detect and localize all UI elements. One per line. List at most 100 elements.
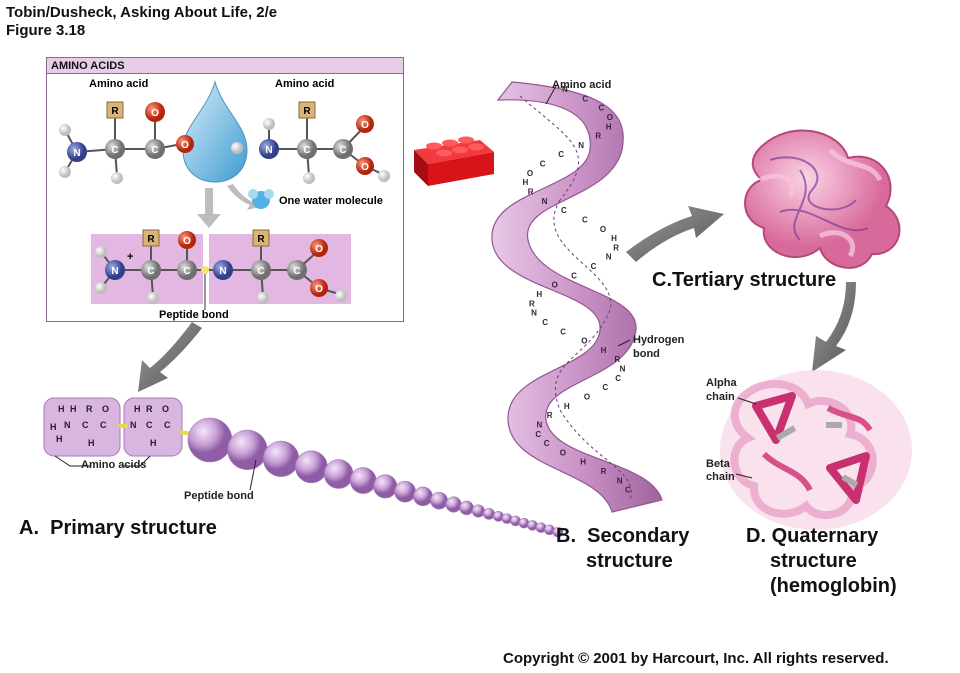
svg-text:O: O bbox=[315, 244, 323, 255]
amino-acids-panel-title: AMINO ACIDS bbox=[47, 58, 403, 74]
helix-atom-letter: C bbox=[582, 94, 588, 103]
hydrogen-atom bbox=[303, 172, 315, 184]
helix-atom-letter: H bbox=[523, 178, 529, 187]
amino-acid-bead bbox=[445, 496, 462, 513]
amino-acid-right-label: Amino acid bbox=[275, 78, 334, 90]
arrow-down-icon bbox=[197, 188, 221, 228]
svg-text:O: O bbox=[181, 140, 189, 151]
amino-acid-bead bbox=[323, 459, 354, 489]
svg-text:H: H bbox=[70, 404, 77, 414]
r-group bbox=[298, 101, 316, 119]
figure-citation: Tobin/Dusheck, Asking About Life, 2/e bbox=[6, 4, 278, 21]
arrow-to-tertiary-icon bbox=[626, 206, 724, 262]
helix-atom-letter: C bbox=[602, 383, 608, 392]
helix-atom-letter: O bbox=[581, 337, 587, 346]
amino-acid-bead bbox=[187, 417, 233, 463]
secondary-amino-acid-label: Amino acid bbox=[552, 79, 612, 91]
svg-text:H: H bbox=[58, 404, 65, 414]
nitrogen-atom bbox=[67, 142, 87, 162]
hemoglobin-quaternary-structure bbox=[720, 370, 912, 530]
svg-text:N: N bbox=[130, 420, 137, 430]
helix-atom-letter: N bbox=[617, 476, 623, 485]
primary-structure-chain bbox=[43, 397, 193, 457]
helix-atom-letter: C bbox=[582, 216, 588, 225]
helix-atom-letter: C bbox=[591, 262, 597, 271]
carbon-atom bbox=[297, 139, 317, 159]
helix-atom-letter: N bbox=[606, 253, 612, 262]
svg-text:C: C bbox=[151, 145, 158, 156]
helix-atom-letter: C bbox=[544, 439, 550, 448]
svg-text:N: N bbox=[64, 420, 71, 430]
svg-text:C: C bbox=[111, 145, 118, 156]
primary-peptide-bond-label: Peptide bond bbox=[184, 490, 254, 502]
hydrogen-atom bbox=[263, 118, 275, 130]
helix-atom-letter: C bbox=[599, 104, 605, 113]
helix-atom-letter: N bbox=[531, 309, 537, 318]
helix-atom-letter: N bbox=[537, 421, 543, 430]
primary-letter: A. bbox=[19, 517, 39, 539]
svg-text:N: N bbox=[219, 266, 226, 277]
arrow-to-quaternary-icon bbox=[812, 282, 856, 372]
svg-text:C: C bbox=[293, 266, 300, 277]
amino-acid-bead bbox=[394, 480, 416, 503]
helix-atom-letter: O bbox=[552, 281, 558, 290]
quaternary-title-1: Quaternary bbox=[771, 525, 879, 547]
helix-atom-letter: O bbox=[584, 393, 590, 402]
helix-atom-letter: C bbox=[615, 374, 621, 383]
svg-text:H: H bbox=[88, 438, 95, 448]
svg-text:N: N bbox=[111, 266, 118, 277]
quaternary-title-2: structure bbox=[770, 550, 857, 572]
amino-acids-panel: AMINO ACIDS Amino acid Amino acid N bbox=[46, 57, 404, 322]
svg-text:H: H bbox=[50, 422, 57, 432]
water-drop-icon bbox=[182, 80, 248, 183]
helix-atom-letter: C bbox=[558, 150, 564, 159]
primary-structure-title: A. Primary structure bbox=[19, 516, 217, 540]
hydrogen-atom bbox=[59, 166, 71, 178]
svg-text:N: N bbox=[73, 148, 80, 159]
amino-acid-diagram: Amino acid Amino acid N R C O C O bbox=[59, 78, 390, 321]
helix-atom-letter: R bbox=[529, 299, 535, 308]
carbon-atom bbox=[145, 139, 165, 159]
helix-atom-letter: N bbox=[562, 85, 568, 94]
helix-atom-letter: C bbox=[535, 430, 541, 439]
carbon-atom bbox=[333, 139, 353, 159]
svg-text:C: C bbox=[147, 266, 154, 277]
oxygen-atom bbox=[176, 135, 194, 153]
helix-atom-letter: C bbox=[571, 271, 577, 280]
oxygen-atom bbox=[356, 157, 374, 175]
beta-chain-label-1: Beta bbox=[706, 458, 730, 470]
svg-text:H: H bbox=[134, 404, 141, 414]
secondary-title-1: Secondary bbox=[587, 525, 690, 547]
quaternary-letter: D. bbox=[746, 525, 766, 547]
nitrogen-atom bbox=[105, 260, 125, 280]
svg-text:O: O bbox=[315, 284, 323, 295]
helix-atom-letter: N bbox=[542, 197, 548, 206]
helix-atom-letter: R bbox=[613, 243, 619, 252]
amino-acid-bead bbox=[227, 429, 268, 471]
primary-bead-chain bbox=[187, 417, 564, 538]
tertiary-structure-blob bbox=[744, 129, 901, 269]
amino-acid-bead bbox=[430, 491, 448, 510]
svg-text:O: O bbox=[361, 162, 369, 173]
svg-text:C: C bbox=[146, 420, 153, 430]
svg-text:O: O bbox=[102, 404, 109, 414]
svg-text:C: C bbox=[183, 266, 190, 277]
helix-atom-letter: R bbox=[601, 467, 607, 476]
hydrogen-atom bbox=[231, 142, 243, 154]
helix-atom-letter: H bbox=[606, 122, 612, 131]
helix-atom-letter: R bbox=[614, 355, 620, 364]
amino-acid-bead bbox=[459, 500, 474, 516]
amino-acid-bead bbox=[552, 526, 564, 538]
alpha-chain-label-2: chain bbox=[706, 391, 735, 403]
helix-atom-letter: N bbox=[620, 365, 626, 374]
helix-atom-letter: H bbox=[564, 402, 570, 411]
helix-atom-letter: N bbox=[578, 141, 584, 150]
svg-text:R: R bbox=[146, 404, 153, 414]
oxygen-atom bbox=[356, 115, 374, 133]
primary-title-text: Primary structure bbox=[50, 517, 217, 539]
helix-atom-letter: H bbox=[536, 290, 542, 299]
helix-atom-letter: C bbox=[625, 486, 631, 495]
svg-text:R: R bbox=[147, 234, 155, 245]
helix-atom-letter: O bbox=[560, 448, 566, 457]
